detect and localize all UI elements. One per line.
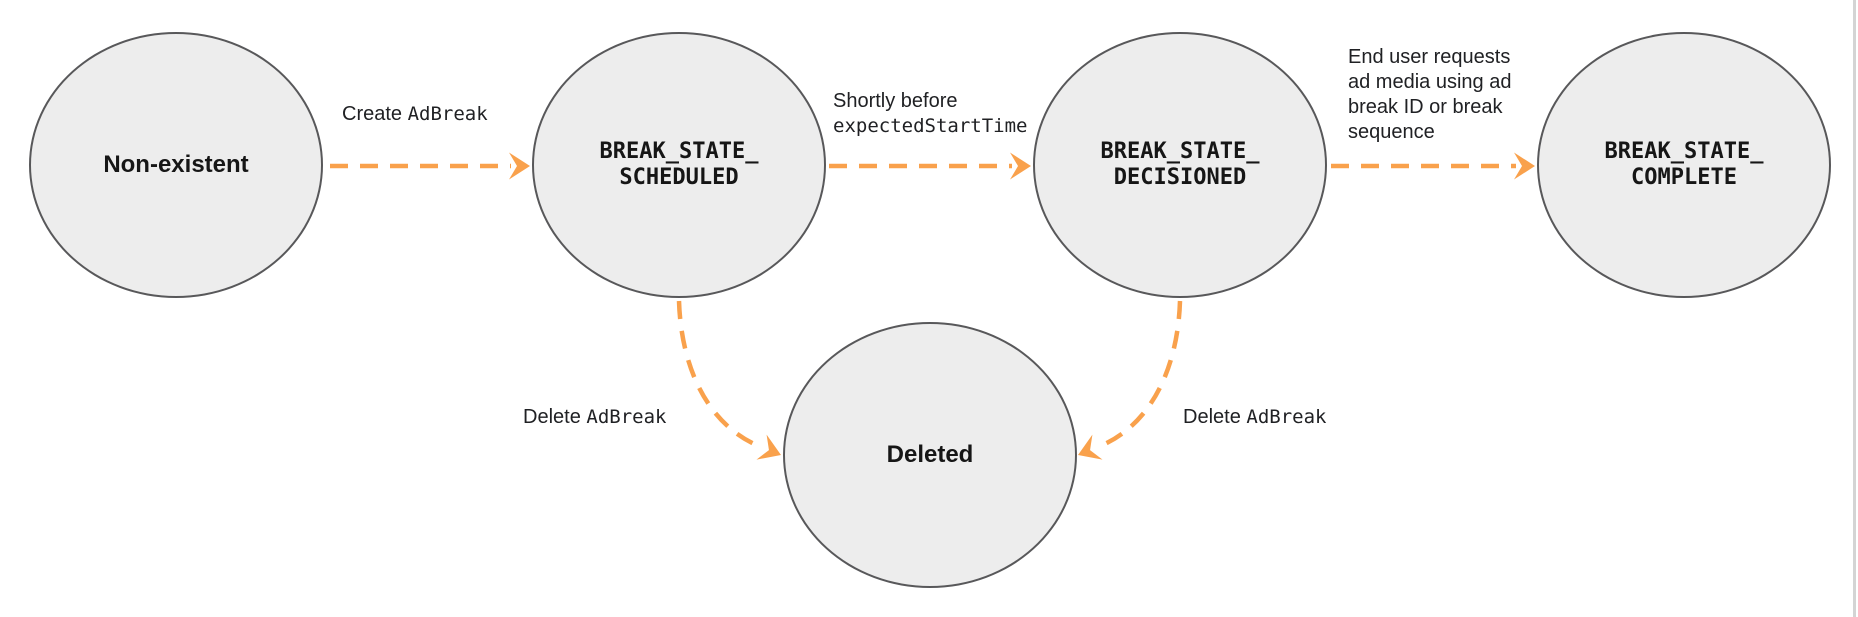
transition-label-code: AdBreak — [1246, 406, 1327, 428]
state-label: Non-existent — [103, 151, 249, 178]
arrow-delete-adbreak-from-decisioned — [1097, 300, 1183, 450]
transition-label-delete-adbreak-left: Delete AdBreak — [523, 405, 666, 430]
transition-label-text: Delete — [523, 406, 581, 428]
state-label: BREAK_STATE_ — [1100, 139, 1260, 164]
state-node-non-existent: Non-existent — [29, 32, 323, 298]
state-label: DECISIONED — [1113, 165, 1247, 190]
transition-label-text: ad media using ad — [1348, 71, 1512, 93]
state-label: COMPLETE — [1631, 165, 1737, 190]
state-node-break-state-complete: BREAK_STATE_ COMPLETE — [1537, 32, 1831, 298]
state-node-deleted: Deleted — [783, 322, 1077, 588]
state-label: Deleted — [886, 441, 974, 468]
arrowhead-icon — [1010, 152, 1031, 180]
state-node-break-state-decisioned: BREAK_STATE_ DECISIONED — [1033, 32, 1327, 298]
transition-label-end-user-requests: End user requests ad media using ad brea… — [1348, 45, 1511, 145]
transition-label-create-adbreak: Create AdBreak — [342, 102, 488, 127]
arrowhead-icon — [1078, 434, 1103, 460]
transition-label-text: Shortly before — [833, 90, 958, 112]
arrowhead-icon — [756, 434, 781, 460]
transition-label-text: break ID or break — [1348, 96, 1503, 118]
arrowhead-icon — [1514, 152, 1535, 180]
transition-label-shortly-before: Shortly before expectedStartTime — [833, 89, 1027, 139]
transition-label-text: sequence — [1348, 121, 1435, 143]
state-node-break-state-scheduled: BREAK_STATE_ SCHEDULED — [532, 32, 826, 298]
state-label: BREAK_STATE_ — [599, 139, 759, 164]
transition-label-code: expectedStartTime — [833, 115, 1028, 137]
transition-label-text: Create — [342, 103, 403, 125]
content-edge-divider — [1853, 0, 1856, 617]
state-label: BREAK_STATE_ — [1604, 139, 1764, 164]
state-label: SCHEDULED — [619, 165, 739, 190]
transition-label-text: End user requests — [1348, 46, 1511, 68]
transition-label-delete-adbreak-right: Delete AdBreak — [1183, 405, 1326, 430]
transition-label-code: AdBreak — [407, 103, 488, 125]
transition-label-code: AdBreak — [586, 406, 667, 428]
arrow-delete-adbreak-from-scheduled — [676, 300, 762, 450]
transition-label-text: Delete — [1183, 406, 1241, 428]
arrowhead-icon — [509, 152, 530, 180]
